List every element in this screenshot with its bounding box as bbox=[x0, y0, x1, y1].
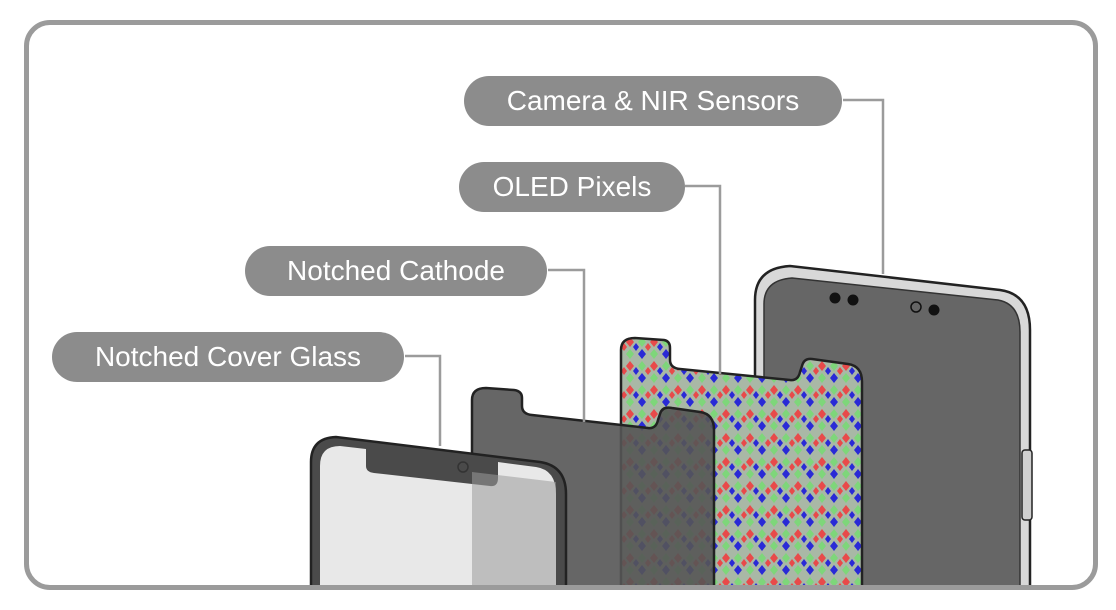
cover-glass-layer bbox=[309, 435, 568, 585]
camera-sensor-icon bbox=[829, 292, 940, 316]
label-notched-cover-glass: Notched Cover Glass bbox=[52, 332, 404, 382]
diagram-frame bbox=[24, 20, 1098, 590]
leader-lines bbox=[405, 98, 885, 446]
label-notched-cathode: Notched Cathode bbox=[245, 246, 547, 296]
label-camera-nir-sensors: Camera & NIR Sensors bbox=[464, 76, 842, 126]
label-oled-pixels: OLED Pixels bbox=[459, 162, 685, 212]
